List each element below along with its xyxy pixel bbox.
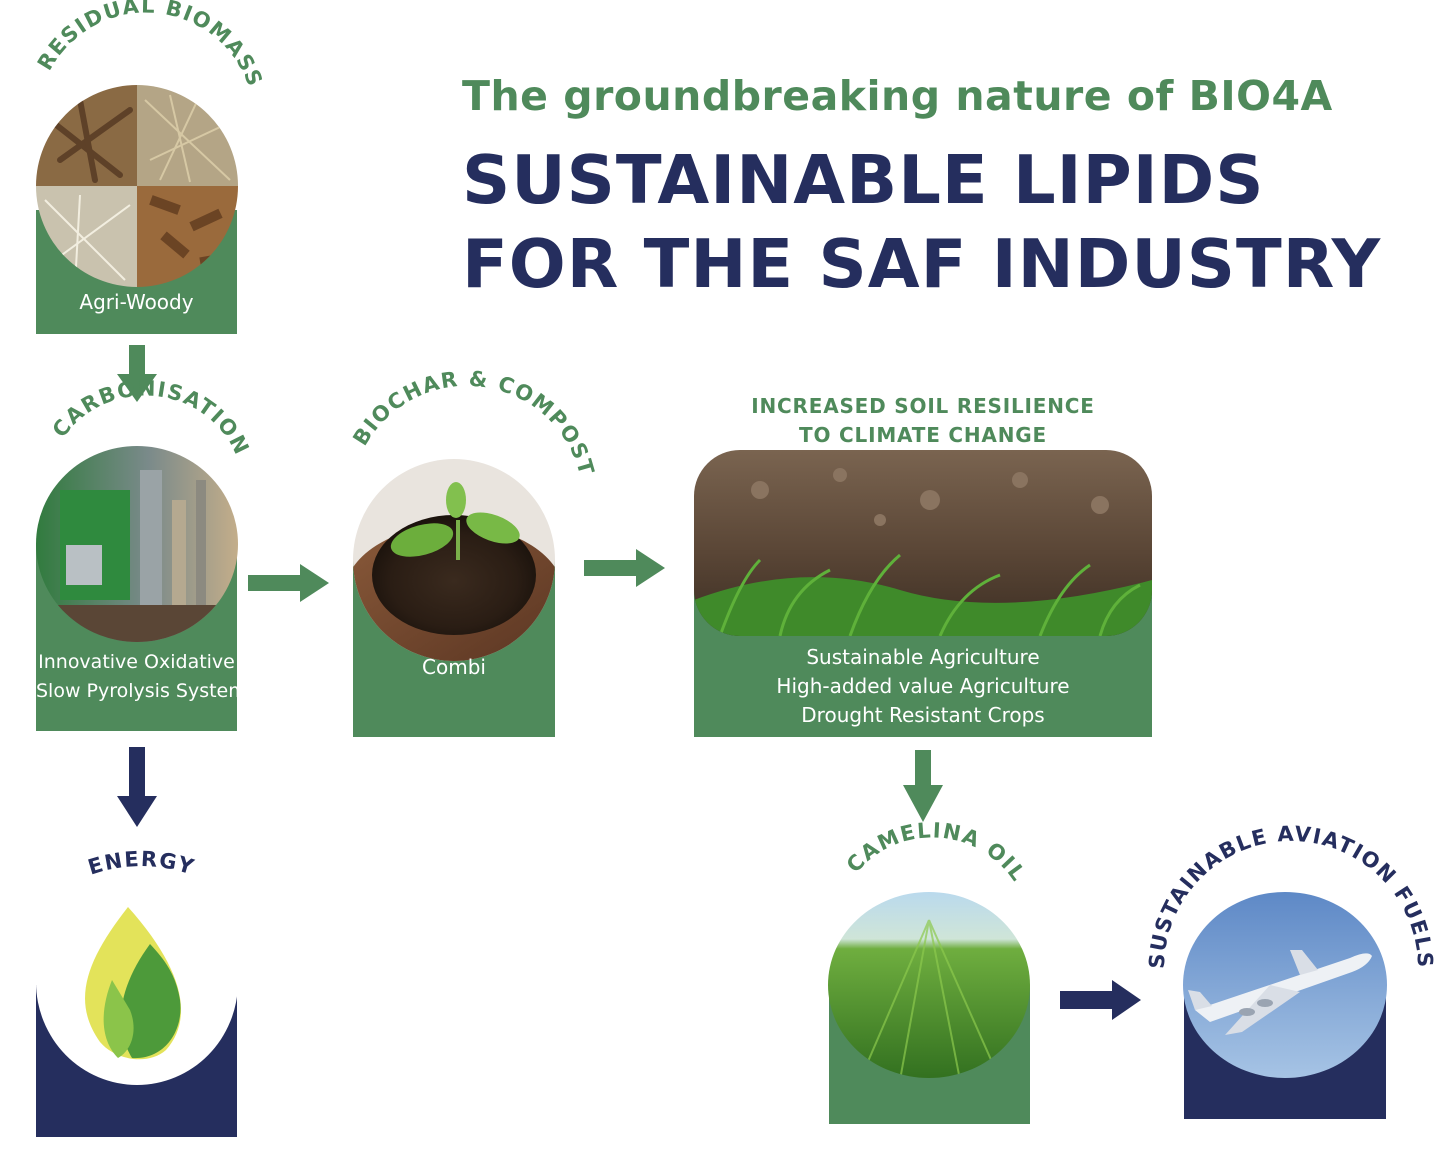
arrow-right-icon (248, 564, 329, 602)
soil-label-line-1: Sustainable Agriculture (806, 645, 1040, 669)
node-residual-biomass: RESIDUAL BIOMASS (33, 0, 268, 334)
soil-label-line-3: Drought Resistant Crops (801, 703, 1045, 727)
biochar-label: Combi (422, 655, 486, 679)
node-camelina-oil: CAMELINA OIL (828, 818, 1031, 1124)
seedling-image (353, 459, 555, 661)
node-biochar-compost: BIOCHAR & COMPOST (348, 367, 597, 737)
soil-title: INCREASED SOIL RESILIENCE TO CLIMATE CHA… (694, 392, 1152, 450)
title-line-1: SUSTAINABLE LIPIDS (462, 141, 1265, 219)
title-line-2: FOR THE SAF INDUSTRY (462, 225, 1382, 303)
page-title: SUSTAINABLE LIPIDS FOR THE SAF INDUSTRY (462, 138, 1381, 306)
soil-title-line-1: INCREASED SOIL RESILIENCE (751, 394, 1095, 418)
carbonisation-label-line-2: Slow Pyrolysis System (36, 680, 247, 702)
residual-biomass-title: RESIDUAL BIOMASS (33, 0, 268, 90)
carbonisation-title: CARBONISATION (48, 376, 255, 459)
arrow-down-icon (117, 345, 157, 402)
carbonisation-label: Innovative Oxidative Slow Pyrolysis Syst… (36, 648, 247, 706)
arrow-down-icon (903, 750, 943, 822)
soil-label: Sustainable Agriculture High-added value… (694, 643, 1152, 730)
subtitle: The groundbreaking nature of BIO4A (462, 72, 1333, 120)
camelina-title: CAMELINA OIL (842, 818, 1031, 886)
flame-icon (85, 907, 182, 1060)
soil-title-line-2: TO CLIMATE CHANGE (799, 423, 1047, 447)
soil-label-line-2: High-added value Agriculture (776, 674, 1070, 698)
airplane-image (1183, 892, 1387, 1078)
arrow-right-icon (1060, 980, 1141, 1020)
camelina-field-image (828, 892, 1030, 1078)
node-energy: ENERGY (36, 847, 238, 1137)
arrow-right-icon (584, 549, 665, 587)
soil-image (694, 450, 1152, 636)
arrow-down-icon (117, 747, 157, 827)
residual-biomass-label: Agri-Woody (79, 290, 194, 314)
airplane-icon (1188, 950, 1372, 1035)
node-soil-resilience (694, 450, 1152, 737)
carbonisation-label-line-1: Innovative Oxidative (38, 651, 235, 673)
energy-title: ENERGY (85, 847, 198, 880)
node-sustainable-aviation-fuels: SUSTAINABLE AVIATION FUELS (1145, 822, 1436, 1119)
biomass-image (36, 85, 238, 287)
